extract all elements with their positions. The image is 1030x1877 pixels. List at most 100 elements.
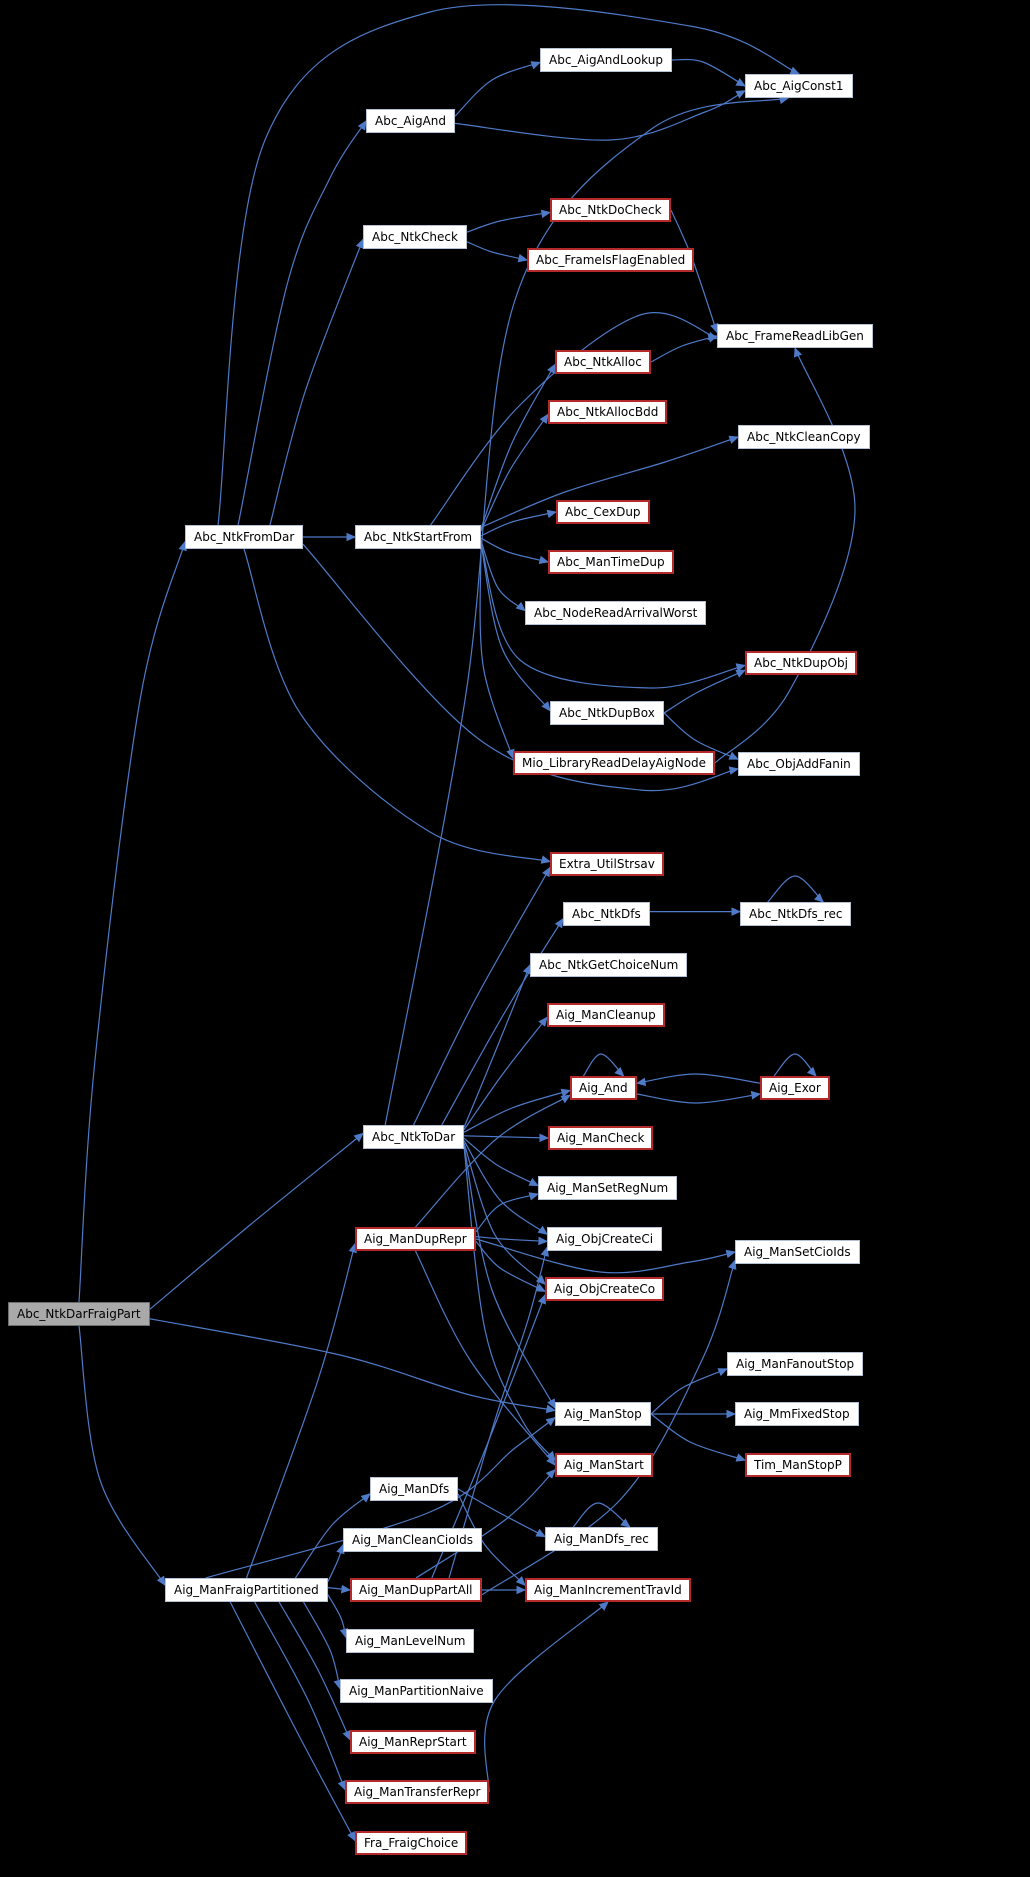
edge-dup-to-start: [414, 1250, 556, 1466]
node-frlg-abc_framereadlibgen[interactable]: Abc_FrameReadLibGen: [717, 324, 873, 348]
node-ac1-abc_aigconst1[interactable]: Abc_AigConst1: [745, 74, 853, 98]
edge-todar-to-amchk: [463, 1133, 550, 1143]
edge-afp-to-ffc: [229, 1601, 356, 1842]
node-arrw-abc_nodereadarrivalworst[interactable]: Abc_NodeReadArrivalWorst: [525, 601, 707, 625]
edge-fromdar-to-ac1: [217, 4, 800, 526]
node-oci-aig_objcreateci[interactable]: Aig_ObjCreateCi: [547, 1227, 663, 1251]
edge-startfrom-to-mtd: [480, 537, 550, 565]
node-allocb-abc_ntkallocbdd[interactable]: Abc_NtkAllocBdd: [548, 400, 668, 424]
edge-root-to-afp: [78, 1325, 166, 1587]
edge-afp-to-lvl: [327, 1594, 349, 1639]
node-dfs-abc_ntkdfs[interactable]: Abc_NtkDfs: [563, 902, 650, 926]
edge-dup-to-and: [415, 1094, 571, 1228]
node-afs-aig_manfanoutstop[interactable]: Aig_ManFanoutStop: [727, 1352, 864, 1376]
edge-todar-to-oci: [463, 1140, 548, 1235]
edge-startfrom-to-dupbox: [480, 542, 551, 712]
node-aiti-aig_manincrementtravid[interactable]: Aig_ManIncrementTravId: [525, 1578, 691, 1602]
node-dpa-aig_manduppartall[interactable]: Aig_ManDupPartAll: [350, 1578, 482, 1602]
node-stop-aig_manstop[interactable]: Aig_ManStop: [555, 1402, 651, 1426]
edge-exor-to-and: [635, 1073, 761, 1087]
edge-chk-to-doc: [466, 209, 552, 233]
edge-atr-to-aiti: [484, 1601, 609, 1793]
node-aal-abc_aigandlookup[interactable]: Abc_AigAndLookup: [540, 48, 672, 72]
edge-fromdar-to-aa: [237, 120, 367, 526]
edge-root-to-todar: [149, 1132, 364, 1310]
edge-afp-to-accio: [327, 1543, 345, 1582]
edge-startfrom-to-allocb: [480, 413, 549, 532]
node-fife-abc_frameisflagenabled[interactable]: Abc_FrameIsFlagEnabled: [527, 248, 695, 272]
node-mio-mio_libraryreaddelayaignode[interactable]: Mio_LibraryReadDelayAigNode: [513, 751, 716, 775]
edge-startfrom-to-cex: [480, 509, 558, 537]
edge-exor-to-exor: [773, 1053, 817, 1077]
edge-aa-to-ac1: [454, 90, 746, 141]
node-mtd-abc_mantimedup[interactable]: Abc_ManTimeDup: [548, 550, 674, 574]
edge-dup-to-srn: [475, 1192, 540, 1233]
edge-startfrom-to-alloc: [480, 363, 556, 529]
edge-dup-to-oci: [475, 1236, 549, 1246]
edge-root-to-stop: [149, 1318, 557, 1414]
node-eus-extra_utilstrsav[interactable]: Extra_UtilStrsav: [550, 852, 664, 876]
node-startfrom-abc_ntkstartfrom[interactable]: Abc_NtkStartFrom: [355, 525, 482, 549]
node-scio-aig_mansetcioids[interactable]: Aig_ManSetCioIds: [735, 1240, 860, 1264]
edge-and-to-exor: [636, 1090, 762, 1104]
node-afp-aig_manfraigpartitioned[interactable]: Aig_ManFraigPartitioned: [165, 1578, 328, 1602]
node-rs-aig_manreprstart[interactable]: Aig_ManReprStart: [350, 1730, 476, 1754]
node-amchk-aig_mancheck[interactable]: Aig_ManCheck: [548, 1126, 654, 1150]
node-mmf-aig_mmfixedstop[interactable]: Aig_MmFixedStop: [735, 1402, 859, 1426]
edge-todar-to-dfs: [441, 917, 564, 1126]
node-dfsr-abc_ntkdfs_rec[interactable]: Abc_NtkDfs_rec: [740, 902, 852, 926]
node-atr-aig_mantransferrepr[interactable]: Aig_ManTransferRepr: [345, 1780, 490, 1804]
edge-stop-to-tms: [650, 1413, 747, 1462]
node-fromdar-abc_ntkfromdar[interactable]: Abc_NtkFromDar: [185, 525, 304, 549]
node-oaf-abc_objaddfanin[interactable]: Abc_ObjAddFanin: [738, 752, 860, 776]
edge-afp-to-pn: [303, 1601, 342, 1690]
node-adfs-aig_mandfs[interactable]: Aig_ManDfs: [370, 1477, 459, 1501]
edge-fromdar-to-chk: [269, 238, 364, 526]
node-srn-aig_mansetregnum[interactable]: Aig_ManSetRegNum: [538, 1176, 678, 1200]
node-dupobj-abc_ntkdupobj[interactable]: Abc_NtkDupObj: [745, 651, 857, 675]
edge-todar-to-gcn: [463, 963, 531, 1128]
edge-todar-to-eus: [412, 866, 551, 1126]
edge-todar-to-oco: [463, 1142, 546, 1285]
node-pn-aig_manpartitionnaive[interactable]: Aig_ManPartitionNaive: [340, 1679, 493, 1703]
edge-root-to-fromdar: [78, 540, 187, 1303]
node-root-abc_ntkdarfraigpart[interactable]: Abc_NtkDarFraigPart: [8, 1302, 150, 1326]
node-amc-aig_mancleanup[interactable]: Aig_ManCleanup: [547, 1003, 665, 1027]
edge-mio-to-frlg: [714, 346, 856, 764]
node-clean-abc_ntkcleancopy[interactable]: Abc_NtkCleanCopy: [738, 425, 870, 449]
node-ffc-fra_fraigchoice[interactable]: Fra_FraigChoice: [355, 1831, 468, 1855]
node-lvl-aig_manlevelnum[interactable]: Aig_ManLevelNum: [346, 1629, 475, 1653]
node-oco-aig_objcreateco[interactable]: Aig_ObjCreateCo: [545, 1277, 665, 1301]
node-doc-abc_ntkdocheck[interactable]: Abc_NtkDoCheck: [550, 198, 671, 222]
node-gcn-abc_ntkgetchoicenum[interactable]: Abc_NtkGetChoiceNum: [530, 953, 688, 977]
node-exor-aig_exor[interactable]: Aig_Exor: [760, 1076, 830, 1100]
node-dupbox-abc_ntkdupbox[interactable]: Abc_NtkDupBox: [550, 701, 664, 725]
edge-stop-to-afs: [650, 1368, 728, 1415]
node-cex-abc_cexdup[interactable]: Abc_CexDup: [556, 500, 650, 524]
edge-alloc-to-frlg: [650, 334, 719, 363]
node-start-aig_manstart[interactable]: Aig_ManStart: [555, 1453, 653, 1477]
node-chk-abc_ntkcheck[interactable]: Abc_NtkCheck: [363, 225, 467, 249]
edge-chk-to-fife: [466, 241, 529, 263]
edge-startfrom-to-mio: [479, 546, 515, 760]
edge-afp-to-atr: [254, 1601, 346, 1791]
node-todar-abc_ntktodar[interactable]: Abc_NtkToDar: [363, 1125, 465, 1149]
edge-dupbox-to-dupobj: [663, 669, 746, 714]
edge-dup-to-oco: [475, 1240, 546, 1292]
edge-aa-to-aal: [454, 61, 542, 117]
node-alloc-abc_ntkalloc[interactable]: Abc_NtkAlloc: [555, 350, 651, 374]
edge-dfsr-to-dfsr: [767, 875, 825, 903]
edge-aal-to-ac1: [671, 58, 746, 87]
node-and-aig_and[interactable]: Aig_And: [570, 1076, 637, 1100]
edge-and-to-and: [582, 1053, 625, 1077]
node-aa-abc_aigand[interactable]: Abc_AigAnd: [366, 109, 456, 133]
node-accio-aig_mancleancioids[interactable]: Aig_ManCleanCioIds: [343, 1528, 482, 1552]
edge-fromdar-to-eus: [243, 548, 552, 864]
edge-afp-to-rs: [278, 1601, 351, 1741]
edge-startfrom-to-arrw: [480, 540, 526, 612]
node-adfsr-aig_mandfs_rec[interactable]: Aig_ManDfs_rec: [545, 1527, 658, 1551]
node-dup-aig_manduprepr[interactable]: Aig_ManDupRepr: [355, 1227, 476, 1251]
edge-todar-to-srn: [463, 1137, 539, 1187]
node-tms-tim_manstopp[interactable]: Tim_ManStopP: [745, 1453, 851, 1477]
